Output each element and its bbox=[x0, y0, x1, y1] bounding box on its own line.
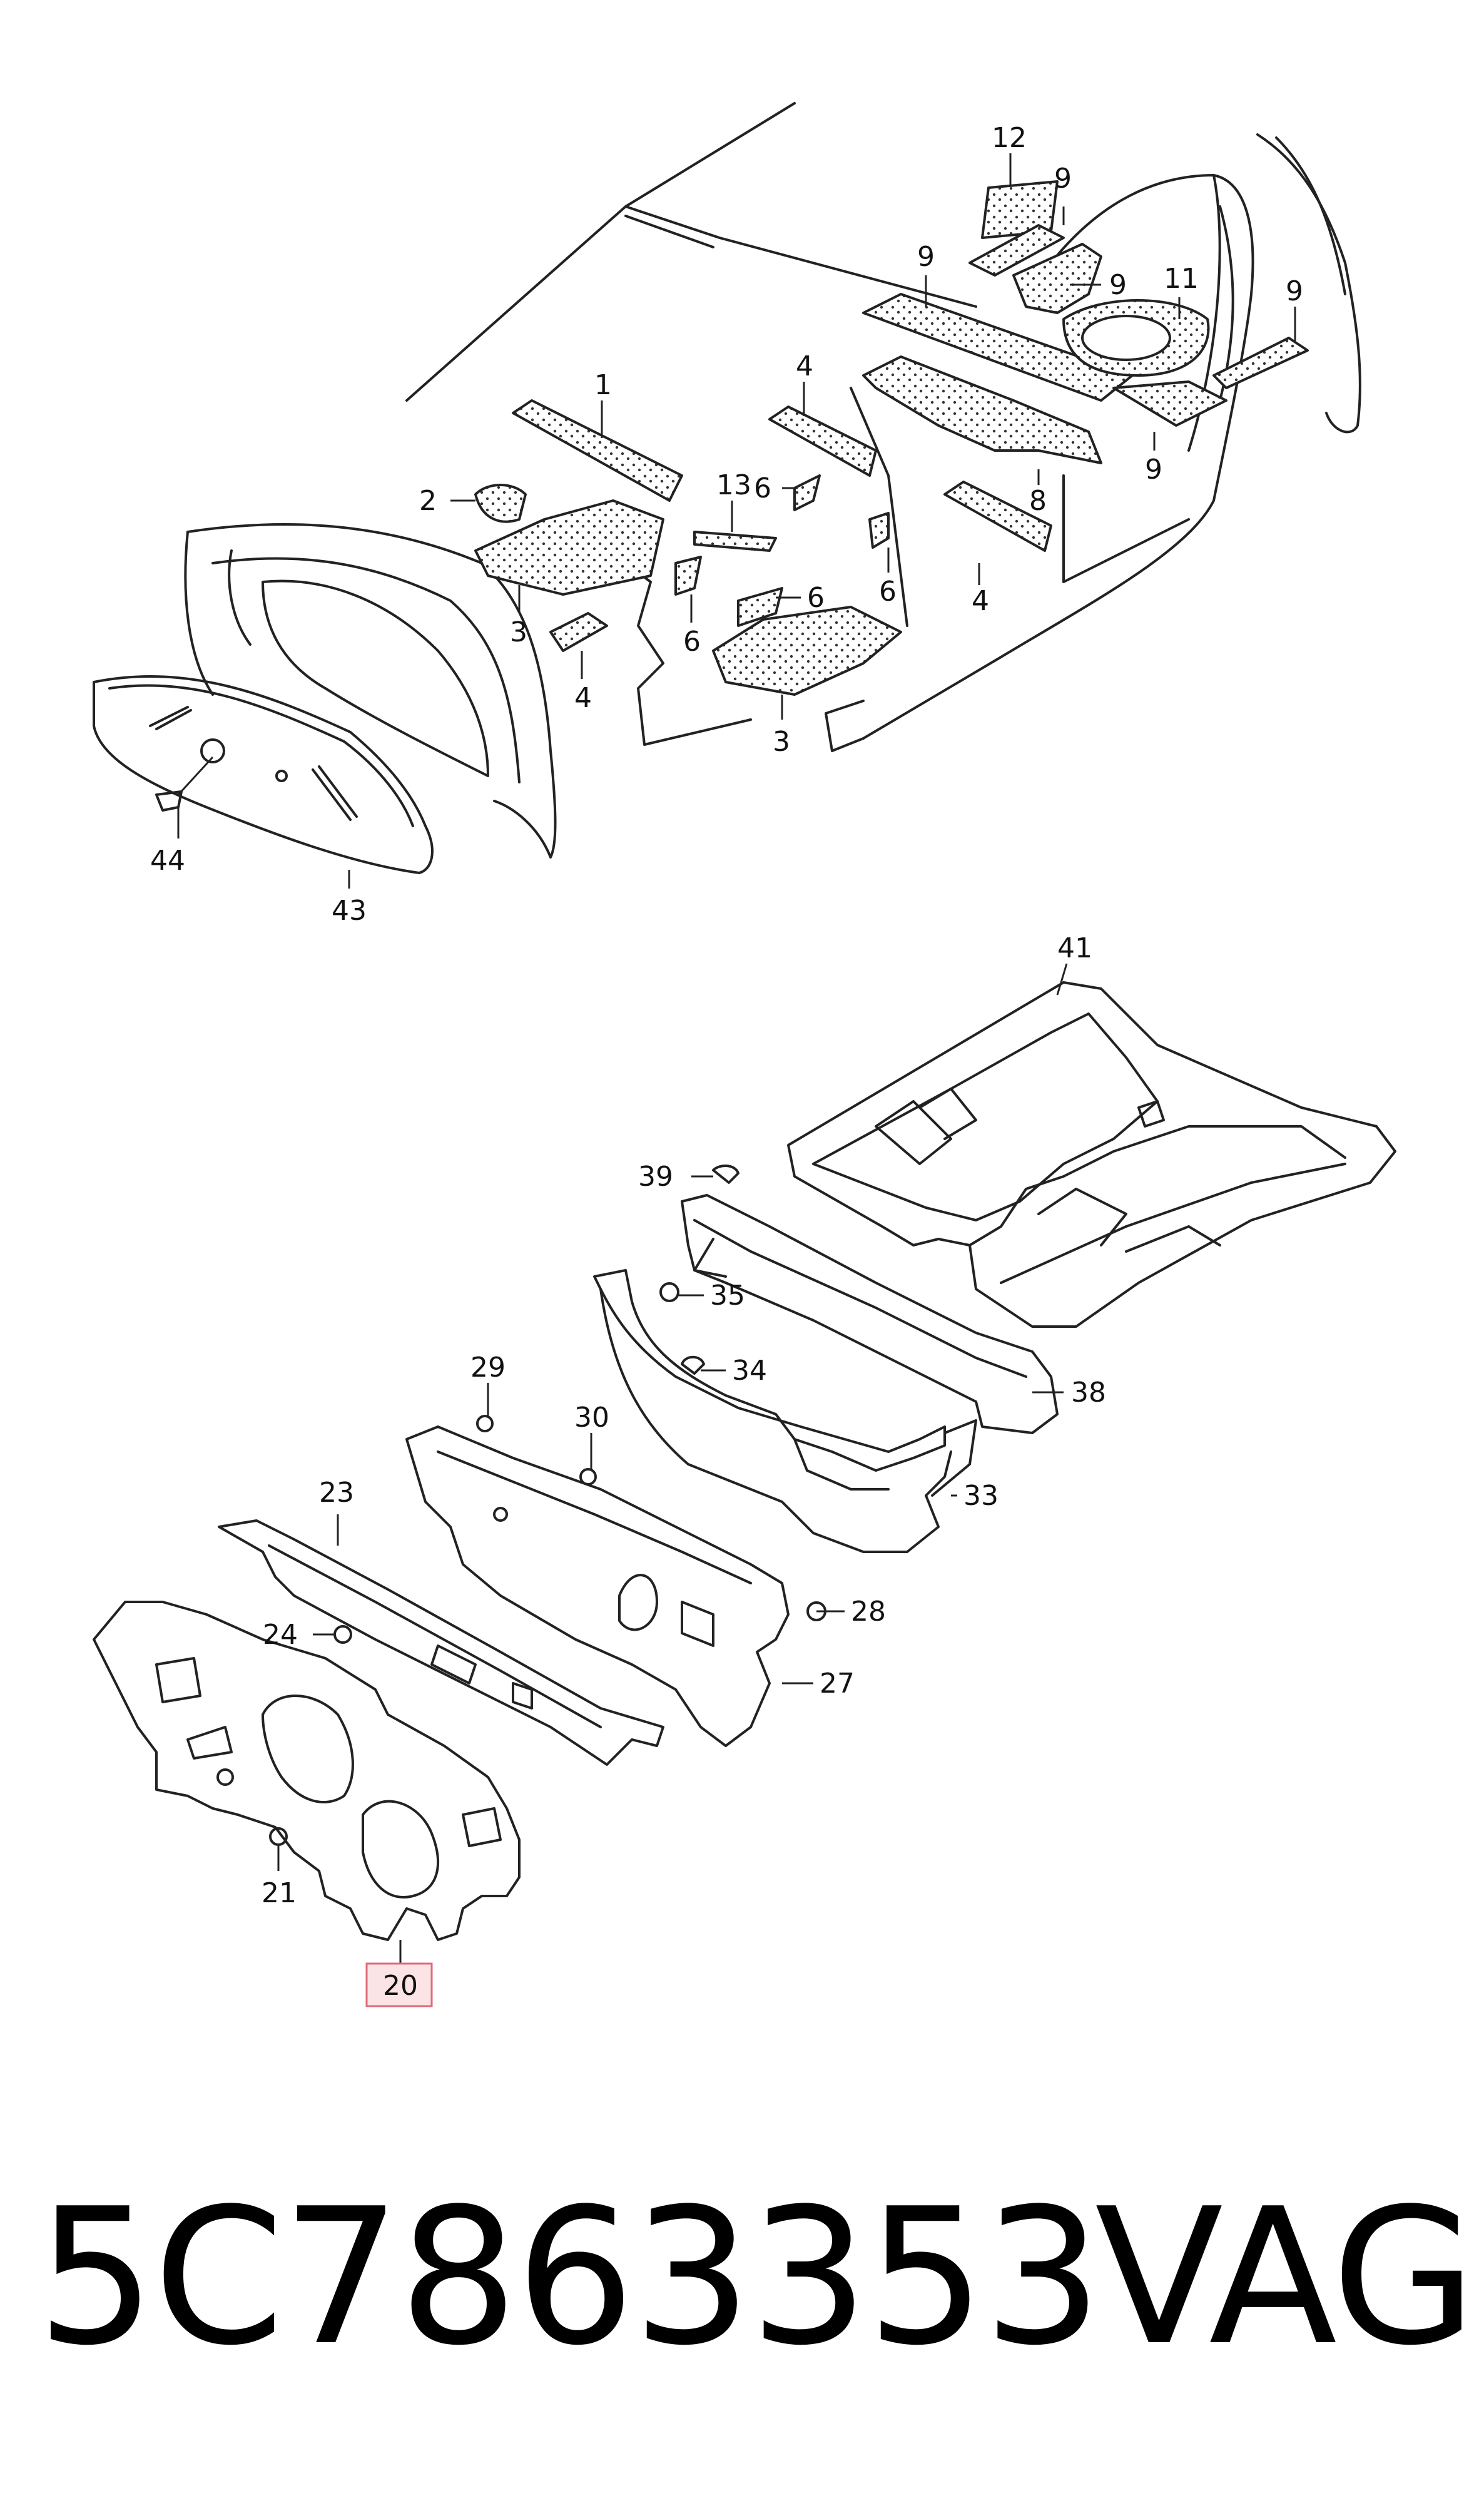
callout-39: 39 bbox=[638, 1161, 673, 1193]
pad-9-a bbox=[968, 224, 1065, 277]
clip-21 bbox=[269, 1827, 288, 1846]
callout-1: 1 bbox=[594, 369, 612, 401]
pad-6-c bbox=[868, 512, 890, 549]
clip-44 bbox=[155, 756, 214, 812]
callout-6: 6 bbox=[683, 626, 701, 658]
floor-insulation-41 bbox=[787, 981, 1396, 1328]
pad-8 bbox=[862, 355, 1102, 464]
callout-44: 44 bbox=[150, 845, 185, 877]
callout-27: 27 bbox=[820, 1668, 855, 1700]
callout-35: 35 bbox=[710, 1280, 745, 1312]
callout-8: 8 bbox=[1029, 485, 1047, 517]
caption-bar: 5C7863353 VAG bbox=[0, 2146, 1484, 2409]
callout-9: 9 bbox=[917, 241, 935, 273]
callout-6: 6 bbox=[807, 582, 825, 614]
clip-35 bbox=[659, 1282, 679, 1302]
insulation-27 bbox=[405, 1425, 790, 1747]
clip-39 bbox=[712, 1165, 739, 1184]
callout-2: 2 bbox=[419, 485, 437, 517]
callout-12: 12 bbox=[992, 122, 1027, 154]
pad-4-b bbox=[549, 612, 608, 652]
callout-33: 33 bbox=[963, 1480, 999, 1512]
callout-24: 24 bbox=[263, 1619, 298, 1651]
callout-34: 34 bbox=[732, 1355, 767, 1387]
pad-13 bbox=[693, 531, 777, 552]
pad-3-a bbox=[474, 499, 664, 596]
callout-43: 43 bbox=[332, 895, 367, 927]
brand-name: VAG bbox=[1095, 2168, 1476, 2387]
callout-38: 38 bbox=[1071, 1377, 1106, 1409]
callout-3: 3 bbox=[510, 616, 527, 648]
callout-9: 9 bbox=[1145, 454, 1162, 486]
callout-28: 28 bbox=[851, 1596, 886, 1628]
car-body-outline bbox=[405, 102, 1361, 752]
callout-11: 11 bbox=[1164, 263, 1199, 295]
pad-4-a bbox=[768, 405, 877, 477]
pad-9-e bbox=[1212, 337, 1309, 389]
callout-13: 13 bbox=[716, 469, 751, 501]
insulation-38 bbox=[681, 1194, 1059, 1434]
callout-4: 4 bbox=[574, 682, 592, 714]
pad-6-b bbox=[674, 556, 702, 596]
callout-labels: 1 2 3 3 4 4 4 6 6 6 6 8 9 9 9 9 9 11 12 … bbox=[150, 122, 1303, 2002]
callout-20: 20 bbox=[383, 1970, 418, 2002]
callout-41: 41 bbox=[1057, 932, 1092, 964]
highlight-box-20 bbox=[365, 1962, 433, 2007]
callout-4: 4 bbox=[796, 350, 813, 382]
callout-9: 9 bbox=[1054, 163, 1072, 195]
hood-panel bbox=[184, 523, 557, 859]
pad-2 bbox=[474, 484, 527, 523]
insulation-23 bbox=[218, 1519, 664, 1766]
part-number: 5C7863353 bbox=[36, 2168, 1102, 2387]
pad-3-b bbox=[712, 606, 902, 696]
callout-9: 9 bbox=[1286, 275, 1303, 307]
clip-34 bbox=[681, 1355, 705, 1375]
callout-6: 6 bbox=[879, 576, 897, 608]
insulation-33 bbox=[593, 1269, 977, 1553]
callout-4: 4 bbox=[972, 585, 989, 617]
callout-3: 3 bbox=[773, 726, 790, 758]
clip-29 bbox=[476, 1415, 494, 1432]
pad-6-d bbox=[737, 587, 783, 627]
callout-29: 29 bbox=[470, 1352, 506, 1384]
callout-30: 30 bbox=[574, 1402, 609, 1434]
insulation-pads bbox=[474, 180, 1309, 696]
clip-30 bbox=[579, 1468, 597, 1486]
pad-4-c bbox=[943, 481, 1052, 552]
clip-24 bbox=[333, 1625, 352, 1644]
leader-lines bbox=[177, 153, 1296, 1965]
pad-1 bbox=[512, 399, 683, 502]
callout-6: 6 bbox=[754, 472, 771, 504]
insulation-20 bbox=[93, 1601, 521, 1941]
callout-9: 9 bbox=[1109, 269, 1127, 301]
pad-6-a bbox=[793, 474, 821, 511]
parts-diagram: 1 2 3 3 4 4 4 6 6 6 6 8 9 9 9 9 9 11 12 … bbox=[93, 102, 1396, 2007]
callout-23: 23 bbox=[319, 1477, 354, 1509]
pad-9-d bbox=[1112, 380, 1227, 427]
hood-insulator-43 bbox=[93, 675, 434, 874]
pad-9-b bbox=[1012, 243, 1102, 314]
callout-21: 21 bbox=[262, 1877, 297, 1909]
